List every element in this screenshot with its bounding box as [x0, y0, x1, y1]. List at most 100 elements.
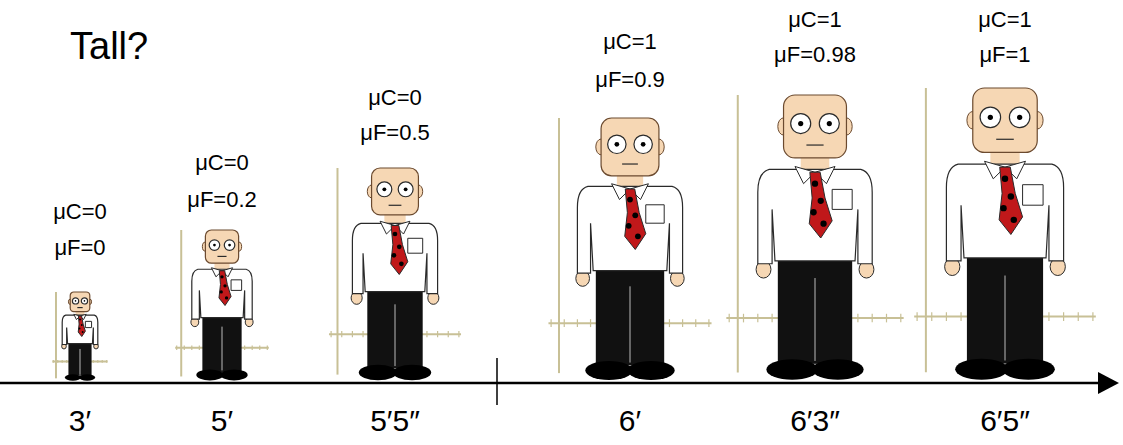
- shirt-pocket: [408, 238, 423, 253]
- ruler-tick: [57, 360, 58, 363]
- tie-dot: [1000, 205, 1006, 211]
- tie-dot: [626, 223, 632, 229]
- ruler-tick: [1078, 312, 1079, 321]
- height-value: 5′: [211, 404, 233, 437]
- height-ruler: [558, 118, 560, 373]
- height-ruler: [336, 168, 338, 375]
- tie-dot: [635, 233, 641, 239]
- height-value: 3′: [69, 404, 91, 437]
- crisp-threshold-tick: [496, 358, 498, 405]
- glasses: [398, 182, 413, 197]
- mouth: [389, 205, 402, 206]
- tie-dot: [810, 209, 816, 215]
- tie-dot: [393, 232, 398, 237]
- shoe: [393, 365, 431, 380]
- ruler-tick: [669, 319, 670, 327]
- ruler-tick: [577, 319, 578, 327]
- height-value: 6′3″: [790, 404, 840, 437]
- tie-dot: [81, 324, 83, 326]
- shoe: [196, 370, 223, 381]
- shoe: [812, 359, 863, 380]
- membership-value: μC=1: [788, 8, 842, 32]
- ruler-tick: [199, 346, 200, 351]
- membership-value: μC=1: [978, 8, 1032, 32]
- head: [973, 88, 1037, 152]
- pants-seam: [395, 304, 396, 366]
- shirt-pocket: [85, 321, 91, 327]
- pupil: [1017, 115, 1022, 120]
- ruler-tick: [1048, 312, 1049, 321]
- pupil: [614, 142, 619, 147]
- shirt: [62, 315, 98, 344]
- ruler-tick: [729, 314, 730, 323]
- shoe: [359, 365, 397, 380]
- ruler-tick: [102, 360, 103, 363]
- tie: [809, 172, 832, 238]
- ruler-tick: [176, 346, 177, 351]
- pants: [596, 265, 664, 365]
- shoe: [220, 370, 247, 381]
- shoe: [79, 374, 95, 380]
- glasses: [224, 240, 235, 251]
- ruler-tick: [946, 312, 947, 321]
- ruler-tick: [743, 314, 744, 323]
- tie-dot: [225, 296, 228, 299]
- glasses: [634, 135, 652, 153]
- pupil: [382, 187, 386, 191]
- ruler-tick: [66, 360, 67, 363]
- pupil: [988, 115, 993, 120]
- shirt: [192, 269, 252, 319]
- pants-seam: [222, 327, 223, 371]
- membership-value: μC=0: [195, 151, 249, 175]
- height-ruler: [55, 292, 57, 378]
- tie-dot: [82, 331, 84, 333]
- pants: [367, 287, 422, 368]
- ruler-tick: [857, 314, 858, 323]
- pupil: [827, 121, 832, 126]
- tie-dot: [220, 290, 223, 293]
- head: [205, 230, 238, 263]
- mouth: [622, 163, 638, 164]
- ruler-tick: [886, 314, 887, 323]
- person-figure: [329, 168, 461, 380]
- tie-dot: [399, 262, 404, 267]
- glasses: [980, 107, 1001, 128]
- tie-dot: [820, 221, 826, 227]
- shirt-pocket: [832, 189, 852, 209]
- membership-value: μF=0.2: [187, 188, 257, 212]
- ruler-tick: [437, 331, 438, 337]
- ruler-tick: [708, 319, 709, 327]
- mouth: [77, 307, 82, 308]
- glasses: [1009, 107, 1030, 128]
- ruler-tick: [252, 346, 253, 351]
- ruler-tick: [682, 319, 683, 327]
- shirt: [758, 169, 872, 263]
- person-figure: [548, 118, 711, 380]
- ruler-tick: [62, 360, 63, 363]
- height-value: 6′5″: [980, 404, 1030, 437]
- mouth: [217, 256, 226, 257]
- membership-value: μC=0: [368, 86, 422, 110]
- shoe: [955, 359, 1008, 380]
- height-value: 5′5″: [370, 404, 420, 437]
- pupil: [404, 187, 408, 191]
- ruler-tick: [458, 331, 459, 337]
- ruler-tick: [191, 346, 192, 351]
- pupil: [228, 244, 231, 247]
- glasses: [377, 182, 392, 197]
- head: [372, 168, 419, 215]
- pants-seam: [80, 349, 81, 375]
- ruler-tick: [771, 314, 772, 323]
- tie: [78, 316, 85, 336]
- axis-line: [0, 382, 1100, 385]
- membership-value: μF=1: [979, 43, 1030, 67]
- shoe: [585, 361, 632, 380]
- tie-dot: [1002, 176, 1008, 182]
- ruler-tick: [916, 312, 917, 321]
- shoe: [1002, 359, 1055, 380]
- tie: [625, 189, 646, 249]
- tie-dot: [397, 244, 402, 249]
- membership-value: μF=0.5: [360, 121, 430, 145]
- membership-value: μF=0: [54, 236, 105, 260]
